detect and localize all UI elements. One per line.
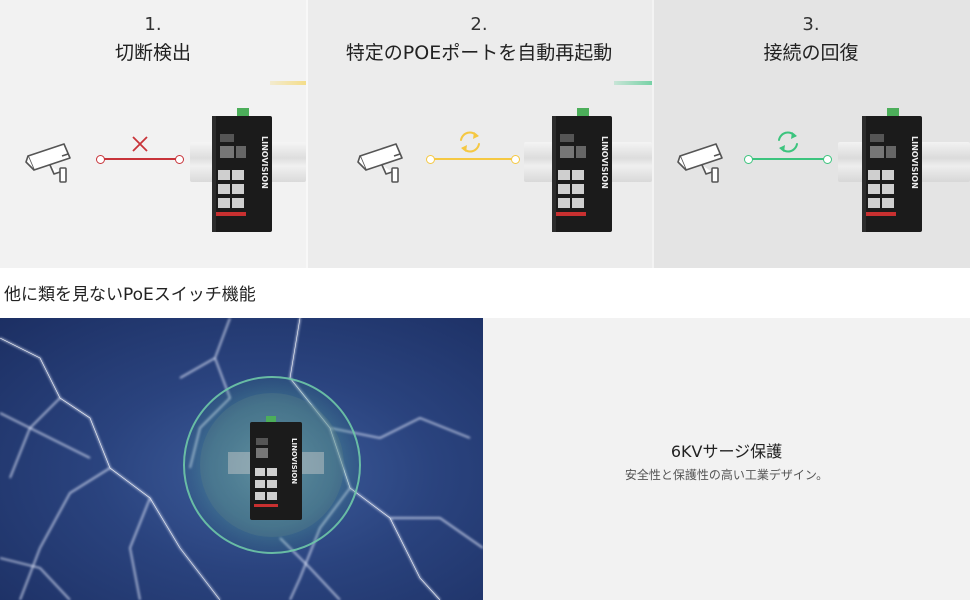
- process-steps: 1. 切断検出: [0, 0, 970, 268]
- step-panel-1: 1. 切断検出: [0, 0, 306, 268]
- step-number: 2.: [470, 14, 488, 35]
- surge-protection-image: LINOVISION: [0, 318, 483, 600]
- step-title: 特定のPOEポートを自動再起動: [345, 42, 613, 64]
- poe-switch-image: LINOVISION: [552, 108, 612, 232]
- brand-label: LINOVISION: [260, 136, 269, 189]
- feature-subtitle: 安全性と保護性の高い工業デザイン。: [624, 468, 829, 482]
- feature-title: 6KVサージ保護: [670, 442, 783, 461]
- connection-line: [744, 155, 832, 164]
- poe-switch-image: LINOVISION: [862, 108, 922, 232]
- camera-icon: [25, 143, 71, 183]
- camera-icon: [357, 143, 403, 183]
- step-title: 切断検出: [114, 42, 191, 64]
- brand-label: LINOVISION: [600, 136, 609, 189]
- sync-icon: [778, 131, 798, 153]
- lightning-illustration: LINOVISION: [0, 318, 483, 600]
- step-number: 3.: [802, 14, 820, 35]
- poe-switch-image: LINOVISION: [212, 108, 272, 232]
- step-panel-2: 2. 特定のPOEポートを自動再起動: [306, 0, 652, 268]
- section-heading: 他に類を見ないPoEスイッチ機能: [4, 285, 256, 305]
- brand-label: LINOVISION: [290, 438, 298, 484]
- connection-line: [96, 155, 184, 164]
- brand-label: LINOVISION: [910, 136, 919, 189]
- step-number: 1.: [144, 14, 162, 35]
- connection-line: [426, 155, 520, 164]
- feature-panel: 6KVサージ保護 安全性と保護性の高い工業デザイン。: [483, 318, 970, 600]
- disconnect-x-icon: [132, 136, 148, 152]
- step-panel-3: 3. 接続の回復: [652, 0, 970, 268]
- camera-icon: [677, 143, 723, 183]
- step-title: 接続の回復: [763, 42, 859, 64]
- restart-icon: [460, 131, 480, 153]
